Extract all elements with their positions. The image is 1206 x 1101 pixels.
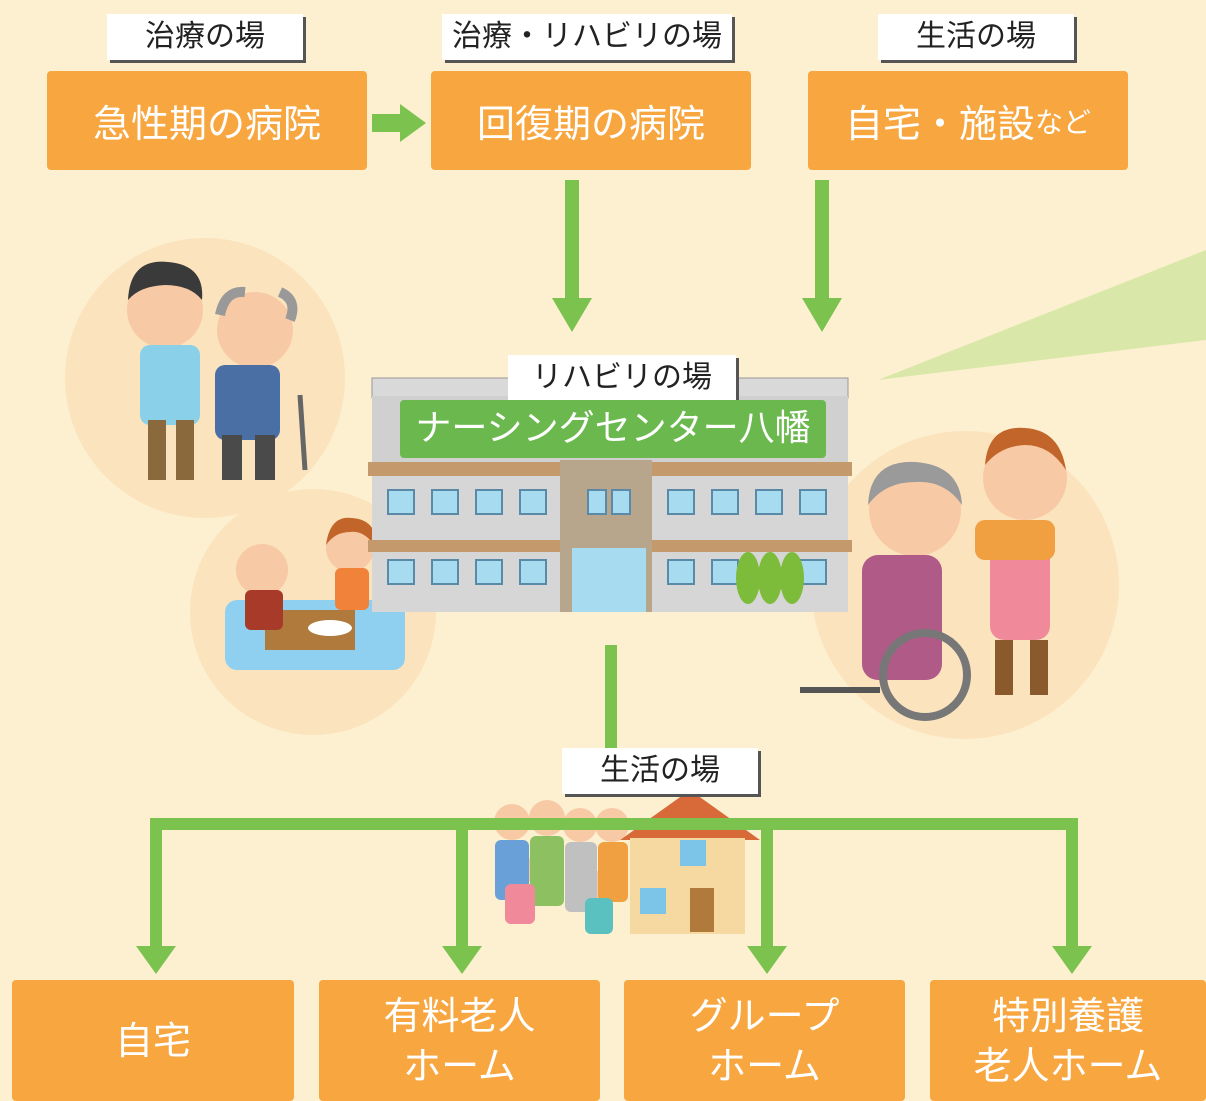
box-special-nursing-home: 特別養護 老人ホーム bbox=[930, 980, 1206, 1101]
box-home-facility-label: 自宅・施設 bbox=[844, 102, 1035, 146]
arrow-to-paid-home-head bbox=[442, 946, 482, 974]
arrow-to-special-home-head bbox=[1052, 946, 1092, 974]
box-paid-elderly-home-line1: 有料老人 bbox=[383, 993, 536, 1038]
box-group-home: グループ ホーム bbox=[624, 980, 905, 1101]
arrow-to-group-home bbox=[761, 818, 773, 948]
connector-center-to-living bbox=[605, 645, 617, 755]
arrow-to-group-home-head bbox=[747, 946, 787, 974]
box-home-facility: 自宅・施設など bbox=[808, 71, 1128, 170]
arrow-to-home-head bbox=[136, 946, 176, 974]
illustration-circle-walking bbox=[65, 238, 345, 518]
box-group-home-line2: ホーム bbox=[708, 1043, 821, 1088]
speech-wedge bbox=[878, 250, 1206, 380]
arrow-home-to-center bbox=[815, 180, 829, 298]
facility-name-banner: ナーシングセンター八幡 bbox=[400, 400, 826, 458]
connector-horizontal bbox=[150, 818, 1078, 830]
box-acute-hospital-label: 急性期の病院 bbox=[92, 102, 321, 146]
wheelchair-care-illustration bbox=[800, 427, 1067, 721]
arrow-recovery-to-center-head bbox=[552, 298, 592, 332]
family-house-illustration bbox=[494, 790, 760, 934]
box-special-nursing-home-line2: 老人ホーム bbox=[973, 1043, 1163, 1088]
box-home-facility-suffix: など bbox=[1035, 105, 1092, 139]
arrow-recovery-to-center bbox=[565, 180, 579, 298]
box-recovery-hospital: 回復期の病院 bbox=[431, 71, 751, 170]
box-home: 自宅 bbox=[12, 980, 294, 1101]
arrow-acute-to-recovery-head bbox=[400, 104, 426, 142]
box-special-nursing-home-line1: 特別養護 bbox=[991, 993, 1144, 1038]
box-paid-elderly-home-line2: ホーム bbox=[403, 1043, 516, 1088]
tag-living-place-bottom: 生活の場 bbox=[562, 748, 758, 794]
arrow-acute-to-recovery bbox=[372, 114, 402, 132]
box-group-home-line1: グループ bbox=[689, 993, 840, 1038]
flow-arrows bbox=[136, 104, 1092, 974]
tag-treatment-place: 治療の場 bbox=[107, 14, 303, 60]
box-recovery-hospital-label: 回復期の病院 bbox=[476, 102, 705, 146]
box-acute-hospital: 急性期の病院 bbox=[47, 71, 367, 170]
tag-treatment-rehab-place: 治療・リハビリの場 bbox=[442, 14, 732, 60]
arrow-to-home bbox=[150, 818, 162, 948]
tag-living-place-top: 生活の場 bbox=[878, 14, 1074, 60]
arrow-home-to-center-head bbox=[802, 298, 842, 332]
meal-assist-illustration bbox=[225, 517, 405, 670]
caregiver-walking-illustration bbox=[127, 261, 308, 480]
tag-rehab-place: リハビリの場 bbox=[508, 355, 736, 401]
box-home-line1: 自宅 bbox=[114, 1018, 191, 1063]
arrow-to-paid-home bbox=[456, 818, 468, 948]
box-paid-elderly-home: 有料老人 ホーム bbox=[319, 980, 600, 1101]
arrow-to-special-home bbox=[1066, 818, 1078, 948]
